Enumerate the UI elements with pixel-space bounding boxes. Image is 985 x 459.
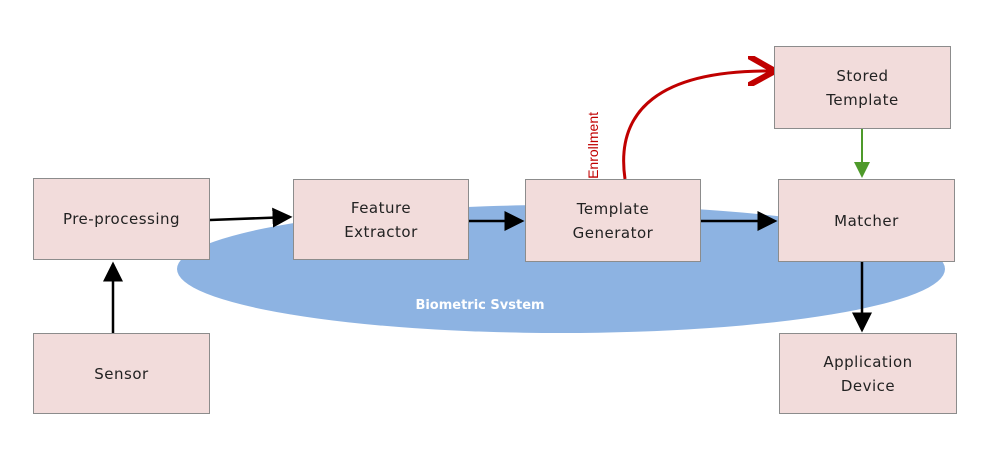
arrow-preprocessing-to-feature bbox=[209, 207, 293, 228]
box-label: Matcher bbox=[834, 211, 899, 230]
biometric-system-label: Biometric System bbox=[415, 298, 545, 309]
box-label: Sensor bbox=[94, 364, 149, 383]
box-label: Stored Template bbox=[826, 66, 899, 109]
box-label: Feature Extractor bbox=[344, 198, 418, 241]
template-generator-box: Template Generator bbox=[525, 179, 701, 262]
box-label: Template Generator bbox=[572, 199, 654, 242]
feature-extractor-box: Feature Extractor bbox=[293, 179, 469, 260]
matcher-box: Matcher bbox=[778, 179, 955, 262]
preprocessing-box: Pre-processing bbox=[33, 178, 210, 260]
application-device-box: Application Device bbox=[779, 333, 957, 414]
stored-template-box: Stored Template bbox=[774, 46, 951, 129]
enrollment-arrow bbox=[622, 71, 772, 180]
enrollment-label: Enrollment bbox=[585, 112, 601, 179]
box-label: Application Device bbox=[823, 352, 913, 395]
box-label: Pre-processing bbox=[62, 210, 181, 228]
sensor-box: Sensor bbox=[33, 333, 210, 414]
